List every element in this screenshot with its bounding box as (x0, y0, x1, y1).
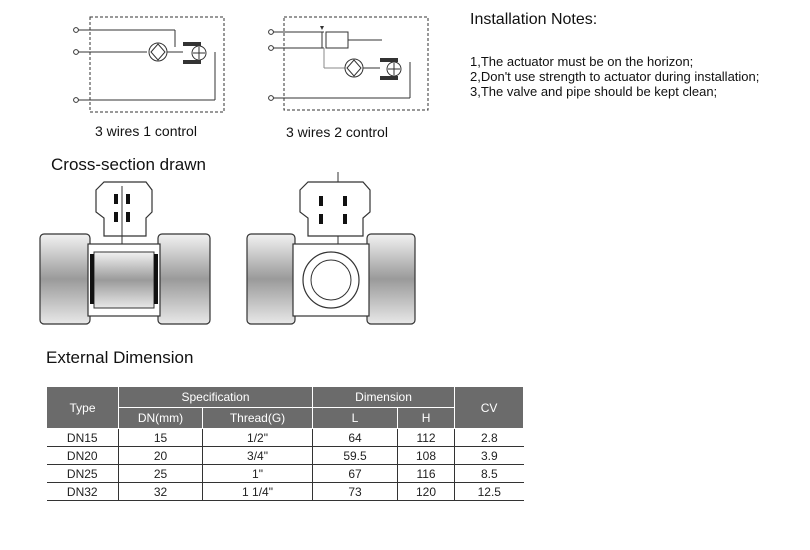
cross-section-3way-valve-drawing (246, 172, 416, 325)
cell-type: DN20 (46, 446, 119, 465)
table-row: DN15 15 1/2" 64 112 2.8 (46, 428, 524, 447)
cell-l: 64 (312, 428, 398, 447)
cell-l: 73 (312, 482, 398, 501)
caption-3wires-1control: 3 wires 1 control (95, 123, 197, 139)
installation-note-1: 1,The actuator must be on the horizon; (470, 54, 694, 69)
wiring-diagram-1control (73, 16, 225, 113)
header-cv: CV (454, 386, 525, 429)
cell-type: DN15 (46, 428, 119, 447)
dimension-table: Type Specification Dimension CV DN(mm) T… (46, 386, 525, 501)
installation-note-3: 3,The valve and pipe should be kept clea… (470, 84, 718, 99)
cell-h: 120 (397, 482, 455, 501)
cell-type: DN32 (46, 482, 119, 501)
header-thread: Thread(G) (201, 407, 314, 429)
cell-dn: 25 (118, 464, 203, 483)
caption-3wires-2control: 3 wires 2 control (286, 124, 388, 140)
cell-thread: 1 1/4" (201, 482, 313, 501)
cell-cv: 8.5 (454, 464, 524, 483)
header-dimension: Dimension (312, 386, 456, 408)
external-dimension-title: External Dimension (46, 348, 194, 367)
installation-notes-title: Installation Notes: (470, 11, 598, 28)
cell-cv: 2.8 (454, 428, 524, 447)
cell-cv: 3.9 (454, 446, 524, 465)
header-l: L (312, 407, 399, 429)
cell-thread: 1/2" (201, 428, 313, 447)
cell-dn: 20 (118, 446, 203, 465)
header-dn: DN(mm) (118, 407, 203, 429)
cell-l: 67 (312, 464, 398, 483)
cell-type: DN25 (46, 464, 119, 483)
cross-section-title: Cross-section drawn (51, 155, 206, 174)
header-h: H (397, 407, 456, 429)
header-specification: Specification (117, 386, 314, 408)
cell-h: 116 (397, 464, 455, 483)
cell-dn: 15 (118, 428, 203, 447)
wiring-diagram-2control (268, 16, 429, 111)
cell-h: 112 (397, 428, 455, 447)
cell-h: 108 (397, 446, 455, 465)
cell-l: 59.5 (312, 446, 398, 465)
table-row: DN25 25 1" 67 116 8.5 (46, 464, 524, 483)
installation-note-2: 2,Don't use strength to actuator during … (470, 69, 760, 84)
table-row: DN20 20 3/4" 59.5 108 3.9 (46, 446, 524, 465)
header-type: Type (46, 386, 119, 429)
cell-cv: 12.5 (454, 482, 524, 501)
table-row: DN32 32 1 1/4" 73 120 12.5 (46, 482, 524, 501)
cross-section-2way-valve-drawing (39, 181, 211, 325)
cell-thread: 3/4" (201, 446, 313, 465)
cell-dn: 32 (118, 482, 203, 501)
cell-thread: 1" (201, 464, 313, 483)
